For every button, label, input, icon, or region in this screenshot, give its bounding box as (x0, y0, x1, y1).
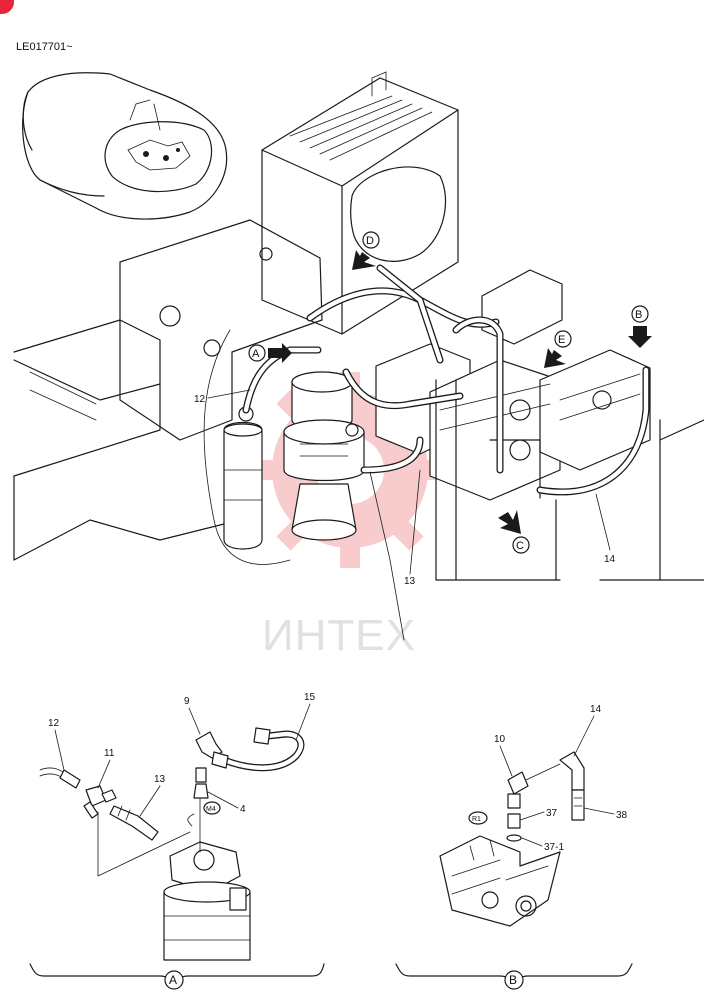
tag-m4: M4 (206, 806, 216, 813)
detail-a-title: A (169, 973, 177, 987)
main-assembly-view: A B C D E (13, 71, 704, 641)
detail-a-callout-11: 11 (104, 748, 115, 759)
watermark-text: ИНТЕХ (262, 611, 416, 660)
frame-bracket (13, 219, 323, 561)
fitting-12 (59, 769, 81, 789)
svg-text:D: D (366, 235, 374, 247)
callout-13: 13 (404, 576, 416, 587)
detail-a-callout-9: 9 (184, 696, 190, 707)
detail-a-callout-4: 4 (240, 804, 246, 815)
view-markers: A B C D E (248, 231, 652, 554)
svg-text:B: B (635, 309, 642, 321)
swivel-joint-small (163, 841, 251, 961)
svg-text:E: E (558, 334, 565, 346)
detail-b-callout-10: 10 (494, 734, 506, 745)
elbow-10 (507, 771, 529, 795)
adapter-4 (193, 783, 209, 799)
detail-b-title: B (509, 973, 517, 987)
swivel-joint (283, 371, 365, 541)
connector-37 (507, 813, 521, 829)
tag-r1: R1 (472, 816, 481, 823)
hose-14-end (559, 751, 585, 791)
svg-text:A: A (252, 348, 260, 360)
detail-b-callout-38: 38 (616, 810, 628, 821)
serial-range-label: LE017701~ (16, 41, 73, 53)
elbow-9 (195, 731, 223, 759)
main-callouts: 12 13 14 (194, 389, 616, 587)
view-marker-b: B (628, 305, 652, 348)
hoses (203, 264, 650, 641)
pump-body-small (439, 835, 561, 927)
machine-thumbnail (22, 72, 228, 220)
view-marker-e: E (544, 330, 572, 368)
detail-b-callout-14: 14 (590, 704, 602, 715)
detail-b-view: R1 10 14 37 37-1 38 B (395, 704, 633, 990)
detail-b-callout-37: 37 (546, 808, 558, 819)
detail-a-view: M4 12 11 13 9 15 4 A (29, 692, 325, 990)
view-marker-a: A (248, 343, 292, 363)
filter-canister (223, 406, 263, 550)
detail-a-callout-15: 15 (304, 692, 316, 703)
right-frame (435, 269, 704, 581)
detail-a-callout-12: 12 (48, 718, 60, 729)
radiator-unit (261, 71, 459, 335)
svg-text:C: C (516, 540, 524, 552)
view-marker-d: D (352, 231, 380, 270)
callout-14: 14 (604, 554, 616, 565)
view-marker-c: C (498, 510, 530, 554)
hose-13-detail (109, 805, 159, 841)
detail-a-callout-13: 13 (154, 774, 166, 785)
corner-badge (0, 0, 14, 14)
callout-12: 12 (194, 394, 206, 405)
oring-37-1 (506, 834, 522, 842)
detail-b-callout-37-1: 37-1 (544, 842, 564, 853)
